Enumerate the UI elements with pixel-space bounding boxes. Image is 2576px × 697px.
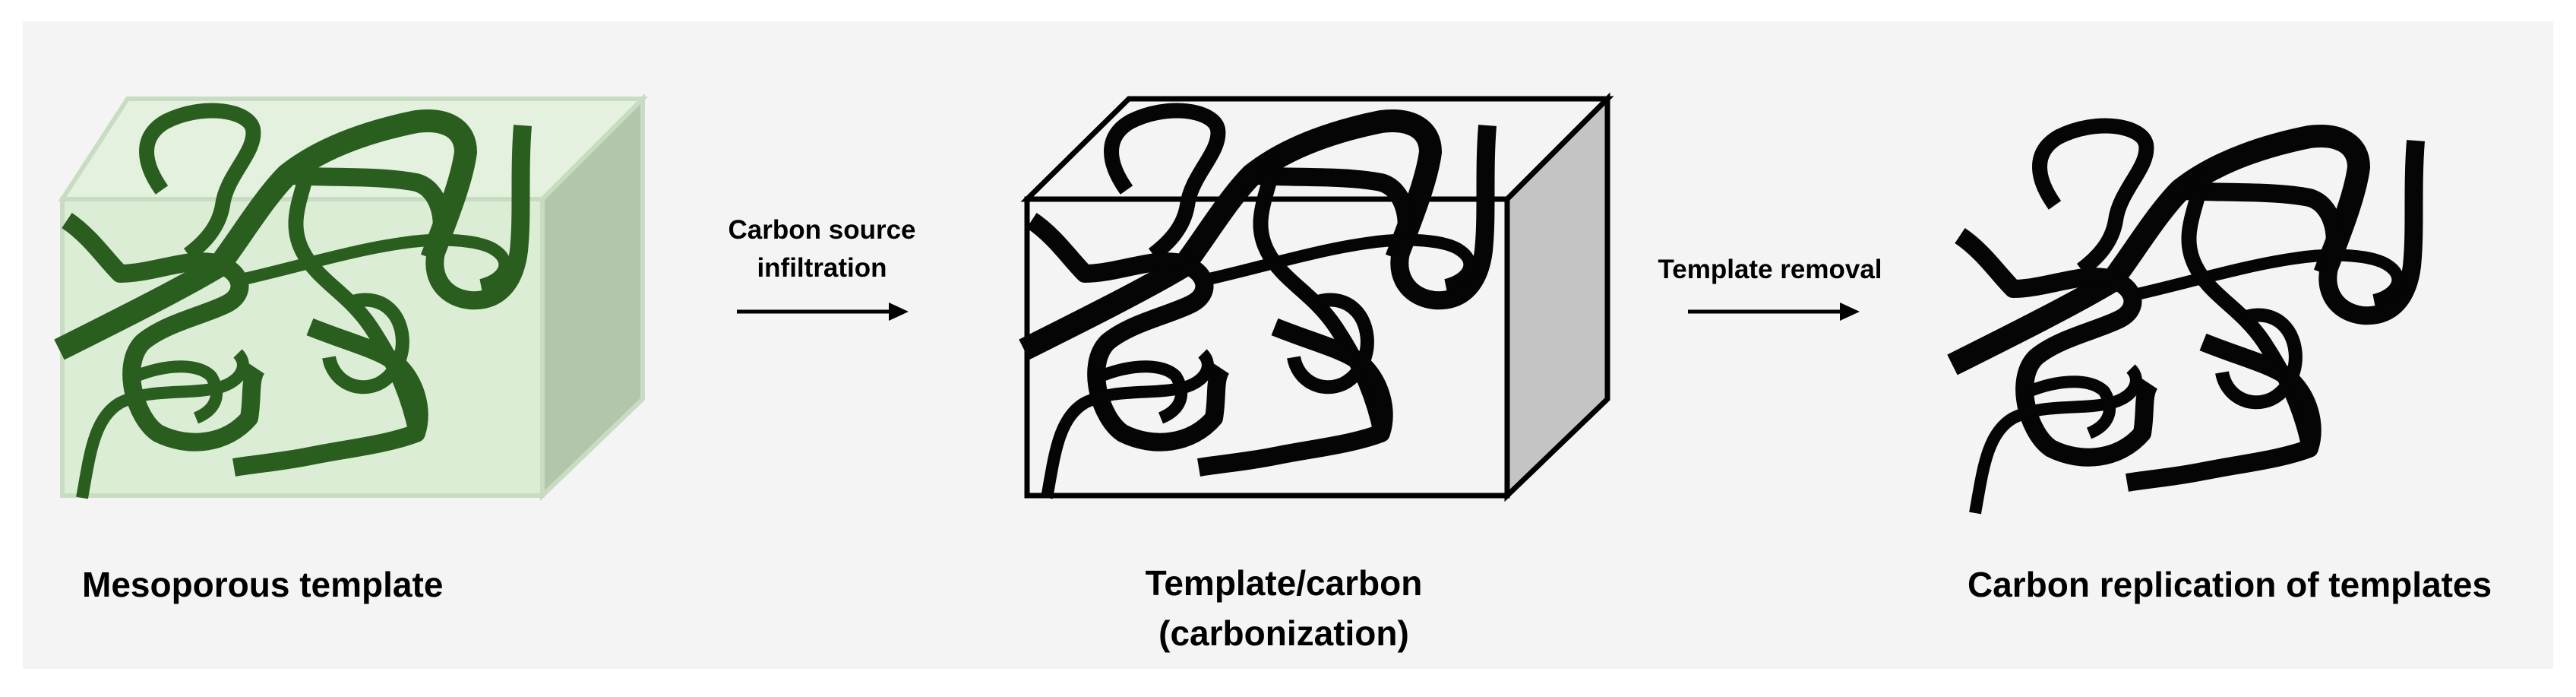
arrow-label-carbon-infiltration: Carbon source infiltration — [729, 211, 916, 287]
caption-template-carbon: Template/carbon (carbonization) — [1146, 558, 1423, 658]
arrow-carbon-infiltration — [737, 303, 909, 321]
carbon-replica-illustration — [1952, 126, 2416, 513]
caption-template-carbon-line2: (carbonization) — [1158, 613, 1409, 653]
caption-carbon-replication: Carbon replication of templates — [1967, 565, 2492, 604]
caption-template-carbon-line1: Template/carbon — [1145, 563, 1423, 603]
arrow-template-removal — [1688, 303, 1860, 321]
arrow-label-carbon-infiltration-line1: Carbon source — [728, 215, 916, 245]
arrow-label-carbon-infiltration-line2: infiltration — [757, 253, 887, 283]
arrow-label-template-removal: Template removal — [1658, 255, 1882, 284]
carbon-replica-strands — [1952, 126, 2416, 513]
template-carbon-illustration — [1024, 92, 1614, 498]
mesoporous-template-illustration — [59, 93, 649, 498]
caption-mesoporous-template: Mesoporous template — [82, 565, 444, 604]
